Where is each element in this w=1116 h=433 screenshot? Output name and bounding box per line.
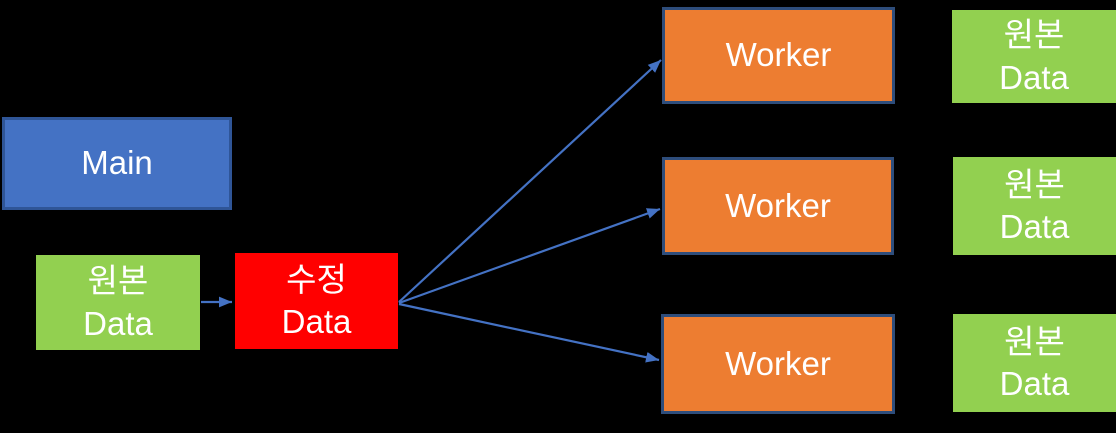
worker-1-label: Worker	[725, 36, 832, 74]
worker-data-1-line2: Data	[999, 58, 1069, 96]
worker-data-node-1: 원본 Data	[952, 10, 1116, 103]
worker-data-3-line2: Data	[999, 365, 1070, 402]
source-data-node: 원본 Data	[36, 255, 200, 350]
main-label: Main	[81, 144, 153, 182]
modified-data-label-line1: 수정	[286, 260, 347, 298]
source-data-label-line1: 원본	[87, 262, 149, 300]
worker-node-2: Worker	[662, 157, 894, 255]
arrow-modified-to-worker-1	[398, 59, 662, 303]
main-node: Main	[2, 117, 232, 210]
worker-3-label: Worker	[725, 344, 831, 382]
source-data-label-line2: Data	[83, 304, 153, 342]
worker-node-1: Worker	[662, 7, 895, 104]
modified-data-label-line2: Data	[281, 303, 352, 340]
worker-2-label: Worker	[725, 186, 831, 224]
worker-data-3-line1: 원본	[1004, 322, 1065, 360]
arrow-modified-to-worker-2	[398, 207, 661, 305]
worker-data-1-line1: 원본	[1003, 16, 1065, 54]
modified-data-node: 수정 Data	[235, 253, 398, 349]
worker-node-3: Worker	[661, 314, 895, 414]
worker-data-node-2: 원본 Data	[953, 157, 1116, 255]
worker-data-2-line2: Data	[999, 208, 1070, 245]
worker-data-2-line1: 원본	[1004, 165, 1065, 203]
arrow-modified-to-worker-3	[398, 302, 660, 363]
worker-data-node-3: 원본 Data	[953, 314, 1116, 412]
